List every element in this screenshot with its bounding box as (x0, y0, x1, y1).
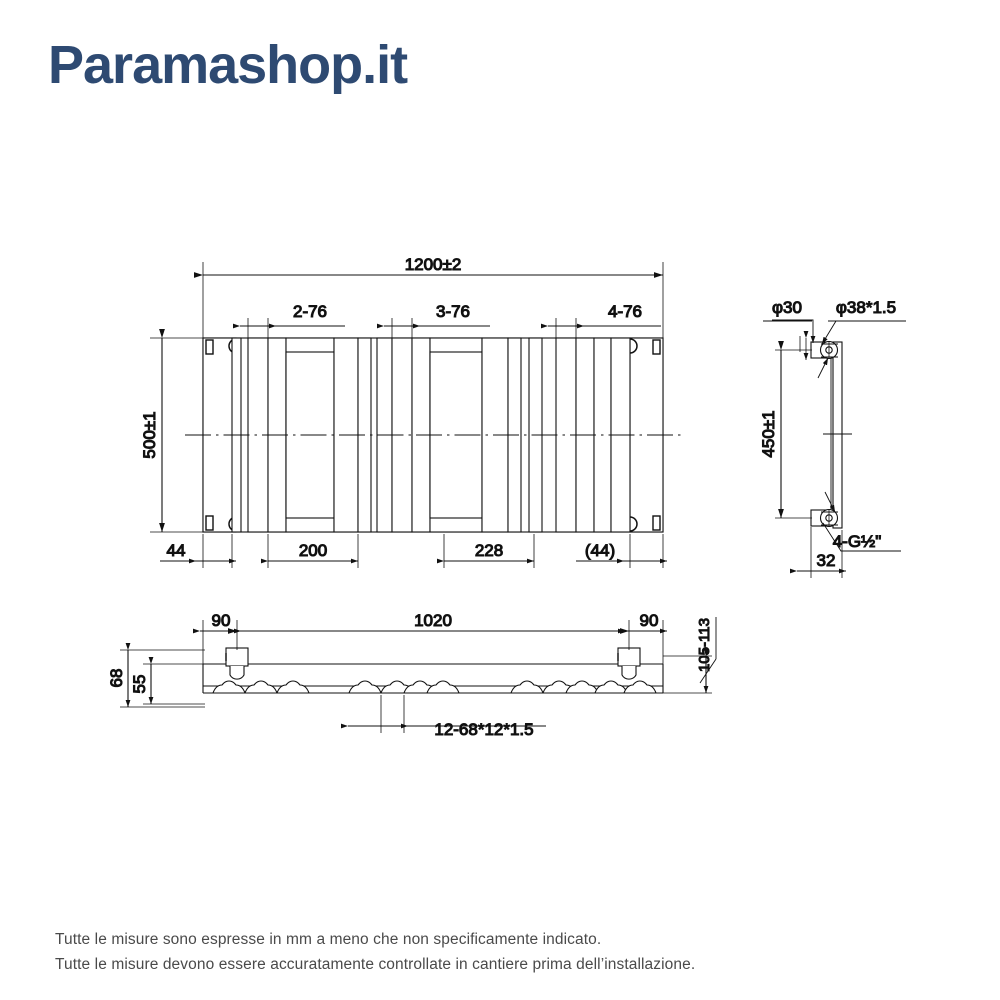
note-verify: Tutte le misure devono essere accuratame… (55, 956, 696, 973)
dim-centers-label: 1020 (414, 611, 452, 630)
dim-pitch-a (233, 318, 345, 340)
dim-gap-left-label: 44 (167, 541, 186, 560)
dim-overall-width (194, 262, 664, 340)
dim-depth (790, 527, 846, 578)
dim-centers (228, 620, 630, 650)
dim-fin-spec-label: 12-68*12*1.5 (434, 720, 533, 739)
dim-depth-label: 32 (817, 551, 836, 570)
front-view: 1200±2 2-76 3-76 4-76 500 (139, 254, 681, 568)
bottom-view: 1020 90 90 68 55 (106, 610, 717, 740)
dim-group-a (261, 534, 359, 568)
dim-overall-height-label: 500±1 (140, 411, 159, 458)
dim-overall-width-label: 1200±2 (405, 255, 462, 274)
dim-fin-spec (341, 695, 546, 733)
dim-pitch-b (377, 318, 490, 340)
dim-group-b (437, 534, 535, 568)
dim-depth-inner-label: 55 (130, 675, 149, 694)
leader-connections (822, 491, 901, 552)
brand-logo: Paramashop.it (48, 35, 408, 95)
dim-pitch-c (541, 318, 661, 340)
note-units: Tutte le misure sono espresse in mm a me… (55, 931, 602, 948)
dim-gap-right (576, 534, 667, 568)
dim-depth-inner (143, 657, 205, 705)
side-view: φ30 φ38*1.5 450±1 4-G½" 32 (758, 297, 906, 578)
dim-gap-right-label: (44) (585, 541, 615, 560)
dim-valve-range (663, 617, 717, 694)
valve-nipple-right (617, 647, 641, 680)
dim-group-b-label: 228 (475, 541, 503, 560)
dim-tube-spec-label: φ38*1.5 (836, 298, 896, 317)
dim-depth-outer-label: 68 (107, 669, 126, 688)
dim-group-a-label: 200 (299, 541, 327, 560)
dim-inset-right-label: 90 (640, 611, 659, 630)
dim-inset-left (193, 620, 241, 666)
dim-valve-range-label: 105-113 (696, 618, 713, 672)
dim-connections-label: 4-G½" (833, 532, 882, 551)
leader-tube-spec (817, 320, 906, 379)
valve-nipple-left (225, 647, 249, 680)
dim-depth-outer (120, 643, 205, 708)
dim-inset-right (618, 620, 667, 666)
dim-inset-left-label: 90 (212, 611, 231, 630)
dim-pitch-a-label: 2-76 (293, 302, 327, 321)
dim-height-centers (775, 341, 812, 519)
leader-bracket-dia (763, 319, 816, 360)
dim-height-centers-label: 450±1 (759, 410, 778, 457)
dim-bracket-dia-label: φ30 (772, 298, 802, 317)
fin-profile-group (212, 680, 657, 694)
dim-overall-height (150, 329, 205, 533)
dim-pitch-b-label: 3-76 (436, 302, 470, 321)
dim-pitch-c-label: 4-76 (608, 302, 642, 321)
dim-gap-left (160, 534, 236, 568)
